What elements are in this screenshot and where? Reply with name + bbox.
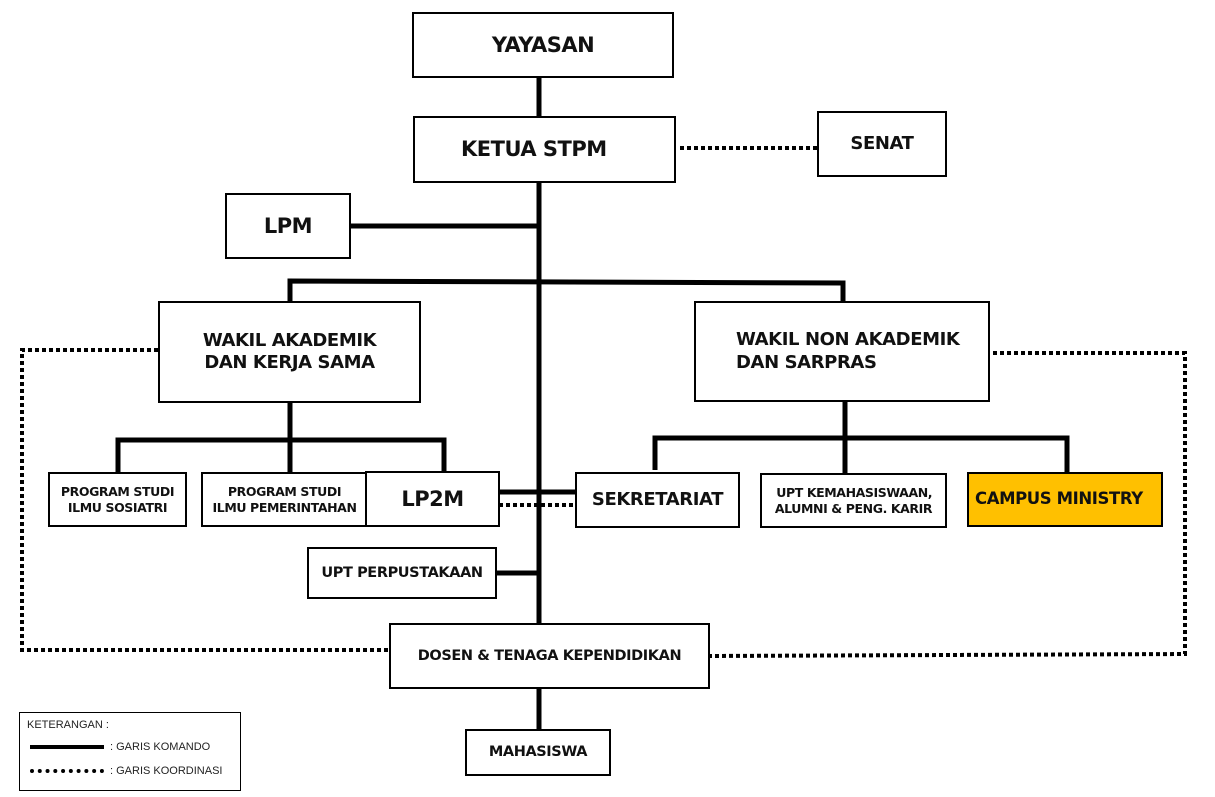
node-mahasiswa-label: MAHASISWA — [488, 744, 588, 761]
node-yayasan-label: YAYASAN — [491, 32, 595, 57]
node-wakil-akademik[interactable]: WAKIL AKADEMIK DAN KERJA SAMA — [158, 301, 421, 403]
node-wakil-akademik-label: WAKIL AKADEMIK DAN KERJA SAMA — [202, 329, 377, 374]
node-mahasiswa[interactable]: MAHASISWA — [465, 729, 611, 776]
line-akademik-children — [115, 437, 447, 472]
node-campus-ministry-label: CAMPUS MINISTRY — [975, 489, 1143, 509]
dotted-line-swatch-icon — [30, 769, 104, 773]
legend-title: KETERANGAN : — [27, 719, 109, 731]
line-non-akademik-dosen-coord — [709, 351, 1187, 658]
legend-command-label: : GARIS KOMANDO — [110, 741, 211, 753]
node-upt-kemahasiswaan[interactable]: UPT KEMAHASISWAAN, ALUMNI & PENG. KARIR — [760, 473, 947, 528]
node-sekretariat[interactable]: SEKRETARIAT — [575, 472, 740, 528]
line-akademik-dosen-coord — [20, 348, 389, 652]
node-prodi-sosiatri-label: PROGRAM STUDI ILMU SOSIATRI — [60, 483, 175, 515]
node-yayasan[interactable]: YAYASAN — [412, 12, 674, 78]
node-upt-perpustakaan-label: UPT PERPUSTAKAAN — [321, 564, 483, 581]
solid-line-swatch-icon — [30, 745, 104, 749]
node-ketua-stpm-label: KETUA STPM — [461, 137, 607, 162]
line-non-akademik-children — [652, 435, 1070, 472]
node-ketua-stpm[interactable]: KETUA STPM — [413, 116, 676, 183]
node-campus-ministry[interactable]: CAMPUS MINISTRY — [967, 472, 1163, 527]
legend: KETERANGAN : : GARIS KOMANDO : GARIS KOO… — [19, 712, 241, 791]
node-senat-label: SENAT — [850, 132, 914, 154]
legend-row-coordination: : GARIS KOORDINASI — [30, 764, 222, 778]
node-lp2m-label: LP2M — [401, 486, 464, 511]
node-wakil-non-akademik-label: WAKIL NON AKADEMIK DAN SARPRAS — [736, 329, 960, 373]
node-wakil-non-akademik[interactable]: WAKIL NON AKADEMIK DAN SARPRAS — [694, 301, 990, 402]
node-prodi-pemerintahan[interactable]: PROGRAM STUDI ILMU PEMERINTAHAN — [201, 472, 368, 527]
node-upt-perpustakaan[interactable]: UPT PERPUSTAKAAN — [307, 547, 497, 599]
node-lpm[interactable]: LPM — [225, 193, 351, 259]
legend-coordination-label: : GARIS KOORDINASI — [110, 765, 223, 777]
node-dosen-label: DOSEN & TENAGA KEPENDIDIKAN — [417, 647, 682, 664]
node-lpm-label: LPM — [263, 213, 313, 238]
legend-row-command: : GARIS KOMANDO — [30, 740, 210, 754]
node-prodi-pemerintahan-label: PROGRAM STUDI ILMU PEMERINTAHAN — [212, 483, 357, 515]
line-wakil-branch — [287, 278, 846, 302]
node-sekretariat-label: SEKRETARIAT — [591, 488, 724, 510]
node-dosen[interactable]: DOSEN & TENAGA KEPENDIDIKAN — [389, 623, 710, 689]
node-lp2m[interactable]: LP2M — [365, 471, 500, 527]
node-senat[interactable]: SENAT — [817, 111, 947, 177]
node-prodi-sosiatri[interactable]: PROGRAM STUDI ILMU SOSIATRI — [48, 472, 187, 527]
node-upt-kemahasiswaan-label: UPT KEMAHASISWAAN, ALUMNI & PENG. KARIR — [774, 484, 933, 516]
